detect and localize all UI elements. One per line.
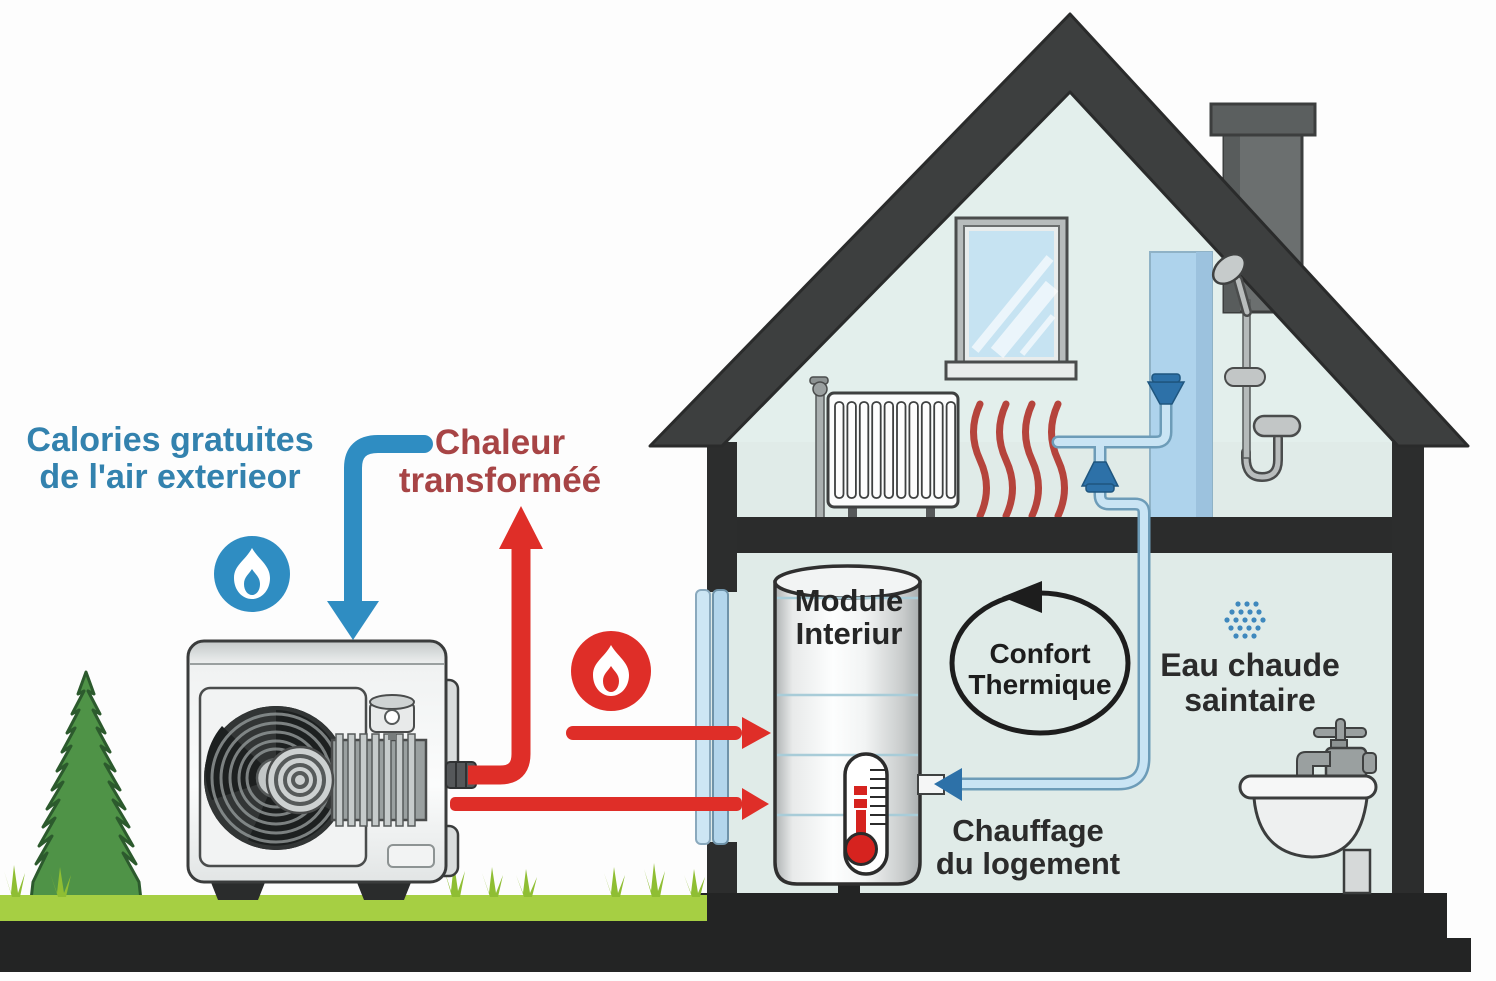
label-calories-gratuites: Calories gratuites de l'air exterieor: [20, 422, 320, 495]
thermometer-icon: [843, 752, 889, 876]
label-eau-chaude: Eau chaude saintaire: [1152, 648, 1348, 717]
grass: [0, 863, 707, 921]
circulation-loop-icon: [949, 581, 1131, 736]
valve-icon: [1080, 373, 1186, 493]
shower-head-icon: [1211, 252, 1302, 483]
sink: [1238, 718, 1378, 895]
label-chauffage-logement: Chauffage du logement: [926, 814, 1130, 881]
label-calories-line1: Calories gratuites: [26, 421, 314, 459]
label-chaleur-line2: transforméé: [398, 460, 602, 500]
label-confort-thermique: Confort Thermique: [948, 638, 1132, 701]
label-confort-line2: Thermique: [968, 669, 1112, 701]
label-confort-line1: Confort: [989, 638, 1091, 669]
heat-waves: [970, 400, 1068, 520]
blue-arrowhead-icon: [934, 768, 962, 801]
flame-icon-red: [571, 631, 651, 711]
flame-icon-blue: [214, 536, 290, 612]
label-chaleur-line1: Chaleur: [434, 423, 566, 462]
spray-dots-icon: [1224, 601, 1266, 639]
label-chaleur-transformee: Chaleur transforméé: [390, 424, 610, 500]
label-calories-line2: de l'air exterieor: [39, 457, 301, 496]
label-module-interieur: Module Interiur: [772, 583, 926, 651]
tree: [29, 670, 143, 902]
cold-air-arrow: [327, 435, 433, 640]
label-chauffage-line2: du logement: [935, 846, 1121, 882]
soil-foundation: [0, 893, 1471, 972]
water-pipes: [917, 373, 1186, 801]
faucet-icon: [1296, 718, 1377, 781]
label-eau-line1: Eau chaude: [1160, 647, 1340, 683]
label-chauffage-line1: Chauffage: [952, 813, 1104, 848]
roof: [648, 12, 1470, 448]
heat-flow-arrows: [450, 506, 771, 820]
compressor-icon: [265, 733, 477, 827]
gauge-icon: [369, 694, 415, 740]
label-module-line2: Interiur: [795, 615, 903, 651]
wall-window-strips: [695, 589, 729, 845]
radiator: [809, 376, 960, 520]
window: [944, 216, 1078, 381]
heat-pump-unit: [186, 639, 477, 900]
label-eau-line2: saintaire: [1184, 681, 1316, 718]
floor-divider: [707, 517, 1424, 553]
indoor-module-tank: [773, 564, 922, 894]
label-module-line1: Module: [794, 583, 904, 618]
walls: [707, 442, 1424, 893]
